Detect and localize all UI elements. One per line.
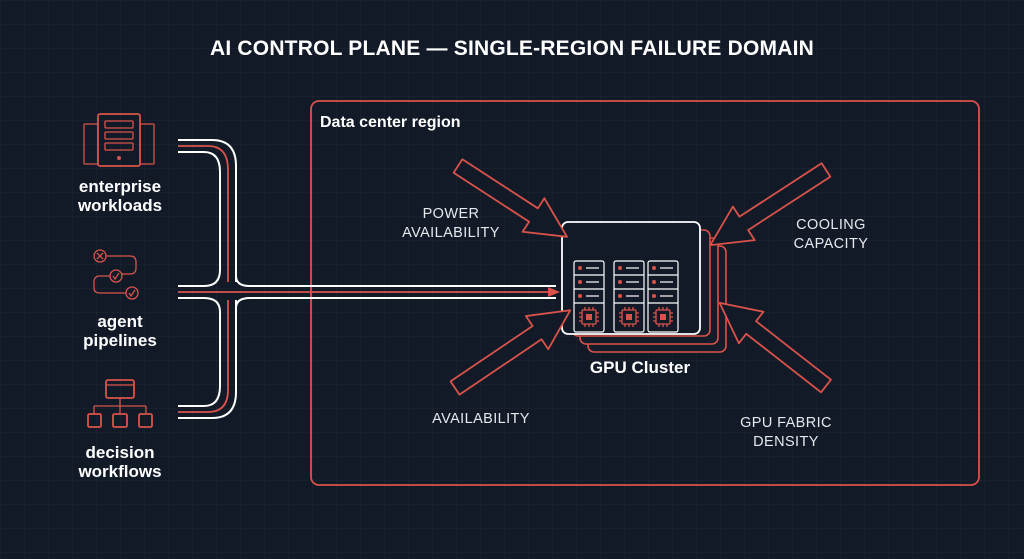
source-label-agent: agent	[97, 312, 143, 331]
factor-power-line2: AVAILABILITY	[402, 225, 500, 241]
flow-pipes	[178, 139, 560, 419]
factor-fabric-line2: DENSITY	[753, 434, 819, 450]
source-label-decision: decision	[86, 443, 155, 462]
factor-cooling-line2: CAPACITY	[794, 236, 869, 252]
availability-arrow	[449, 309, 572, 396]
factor-power-line1: POWER	[423, 206, 480, 222]
gpu-servers-icon	[561, 221, 727, 353]
page-title: AI CONTROL PLANE — SINGLE-REGION FAILURE…	[210, 37, 814, 60]
region-label: Data center region	[320, 114, 460, 131]
fabric-arrow	[718, 301, 832, 394]
factor-fabric-line1: GPU FABRIC	[740, 415, 832, 431]
region-boundary	[310, 100, 980, 486]
source-label-workloads: workloads	[77, 196, 162, 215]
factor-cooling-line1: COOLING	[796, 217, 866, 233]
agent-flow-icon	[93, 249, 139, 300]
source-label-pipelines: pipelines	[83, 331, 157, 350]
cooling-arrow	[709, 162, 832, 247]
factor-availability: AVAILABILITY	[432, 411, 530, 427]
cluster-label: GPU Cluster	[590, 358, 691, 377]
source-label-enterprise: enterprise	[79, 177, 161, 196]
source-label-workflows: workflows	[77, 462, 161, 481]
server-rack-icon	[83, 113, 155, 167]
hierarchy-icon	[87, 379, 153, 428]
power-arrow	[452, 158, 568, 238]
